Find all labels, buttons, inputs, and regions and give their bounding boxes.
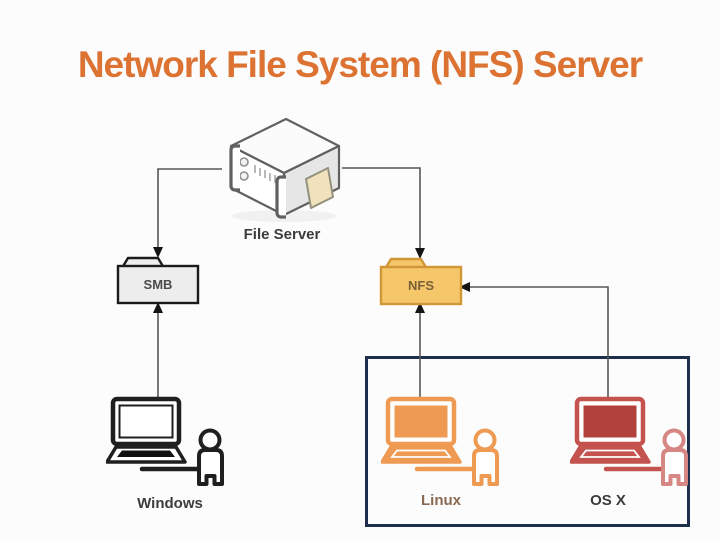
- folder-body: [116, 264, 200, 305]
- linux-client-icon: [381, 396, 499, 486]
- arrowhead-left-nfs: [459, 282, 470, 292]
- laptop-display: [583, 405, 637, 438]
- server-port-icon: [239, 157, 249, 167]
- nfs-folder-icon: NFS: [379, 257, 463, 306]
- server-card: [305, 167, 334, 209]
- user-head: [198, 428, 222, 452]
- user-body: [197, 448, 224, 486]
- arrowhead-up-smb: [153, 302, 163, 313]
- file-server-label: File Server: [243, 226, 321, 243]
- user-head: [662, 428, 686, 452]
- nfs-folder-label: NFS: [408, 278, 434, 293]
- laptop-keyboard: [579, 449, 641, 458]
- user-body: [661, 448, 688, 486]
- osx-client-icon: [570, 396, 688, 486]
- arrowhead-up-nfs: [415, 302, 425, 313]
- page-title: Network File System (NFS) Server: [77, 44, 643, 85]
- connector-fileserver-smb: [157, 168, 222, 249]
- laptop-display: [118, 404, 174, 439]
- windows-client-label: Windows: [137, 495, 203, 512]
- arrowhead-down-nfs: [415, 248, 425, 259]
- linux-client-label: Linux: [421, 492, 461, 509]
- laptop-display: [394, 405, 448, 438]
- smb-folder-icon: SMB: [116, 256, 200, 305]
- connector-osx-nfs: [469, 286, 609, 398]
- windows-client-icon: [106, 396, 224, 486]
- user-head: [473, 428, 497, 452]
- arrowhead-down-smb: [153, 247, 163, 258]
- rack-server-icon: [229, 117, 341, 222]
- smb-folder-label: SMB: [144, 277, 173, 292]
- connector-fileserver-nfs: [342, 167, 421, 250]
- folder-body: [379, 265, 463, 306]
- server-port-icon: [239, 171, 249, 181]
- server-bracket: [229, 144, 240, 192]
- osx-client-label: OS X: [590, 492, 626, 509]
- laptop-keyboard: [117, 450, 175, 457]
- user-body: [472, 448, 499, 486]
- laptop-keyboard: [390, 449, 452, 458]
- server-bracket: [275, 175, 286, 219]
- nfs-clients-group-box: [365, 356, 690, 527]
